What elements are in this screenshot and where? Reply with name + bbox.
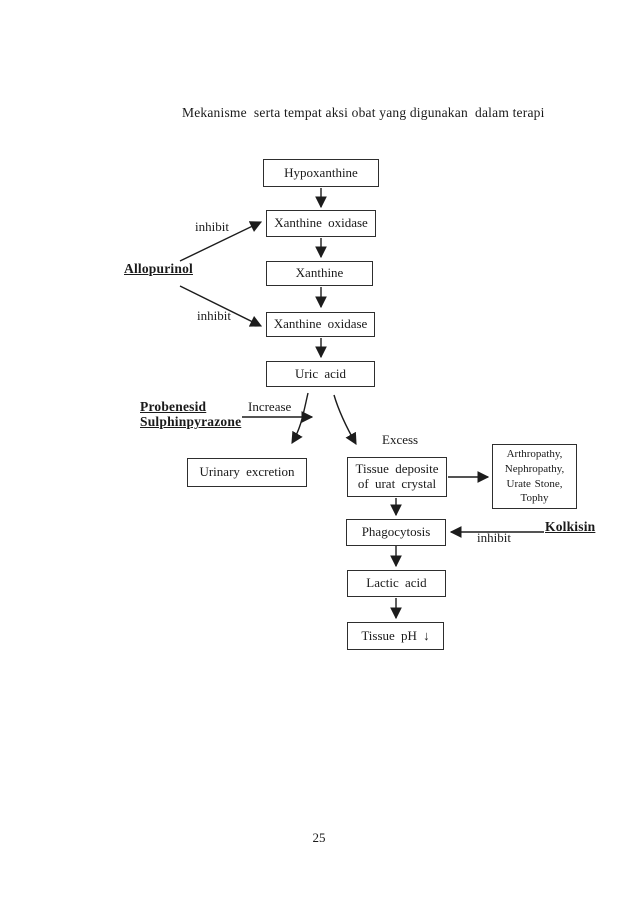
arrow-uric-to-tissue (333, 394, 357, 446)
node-tissue-ph: Tissue pH ↓ (347, 622, 444, 650)
label-inhibit-2: inhibit (197, 308, 231, 323)
arrow-uric-to-urinary (291, 392, 309, 445)
label-kolkisin: Kolkisin (545, 519, 596, 534)
node-phagocytosis-label: Phagocytosis (361, 524, 431, 540)
node-xanthine-oxidase-1: Xanthine oxidase (266, 210, 376, 237)
node-xanthine-oxidase-2-label: Xanthine oxidase (273, 316, 368, 332)
node-uric-acid: Uric acid (266, 361, 375, 387)
label-allopurinol: Allopurinol (124, 261, 193, 276)
node-urinary-excretion: Urinary excretion (187, 458, 307, 487)
node-xanthine-oxidase-2: Xanthine oxidase (266, 312, 375, 337)
node-arthropathy-line1: Arthropathy, (506, 447, 563, 460)
node-urinary-excretion-label: Urinary excretion (199, 464, 295, 480)
node-arthropathy-line4: Tophy (520, 492, 549, 505)
node-lactic-acid: Lactic acid (347, 570, 446, 597)
node-lactic-acid-label: Lactic acid (366, 575, 427, 591)
node-phagocytosis: Phagocytosis (346, 519, 446, 546)
label-probenesid: Probenesid (140, 399, 207, 414)
node-xanthine-label: Xanthine (295, 265, 344, 281)
node-hypoxanthine-label: Hypoxanthine (284, 164, 358, 180)
node-xanthine-oxidase-1-label: Xanthine oxidase (274, 215, 368, 231)
label-sulphinpyrazone: Sulphinpyrazone (140, 414, 242, 429)
page-number: 25 (312, 830, 326, 845)
node-arthropathy-line3: Urate Stone, (506, 477, 563, 490)
node-uric-acid-label: Uric acid (294, 365, 346, 381)
label-excess: Excess (382, 432, 419, 447)
node-arthropathy: Arthropathy, Nephropathy, Urate Stone, T… (492, 444, 577, 509)
label-inhibit-3: inhibit (477, 530, 511, 545)
node-xanthine: Xanthine (266, 261, 373, 286)
node-tissue-deposite-line1: Tissue deposite (355, 461, 439, 477)
node-tissue-ph-label: Tissue pH ↓ (361, 627, 430, 643)
node-hypoxanthine: Hypoxanthine (263, 159, 379, 187)
node-arthropathy-line2: Nephropathy, (504, 462, 565, 475)
label-increase: Increase (248, 399, 292, 414)
label-inhibit-1: inhibit (195, 219, 229, 234)
node-tissue-deposite-line2: of urat crystal (357, 476, 437, 491)
node-tissue-deposite: Tissue deposite of urat crystal (347, 457, 447, 497)
page-title: Mekanisme serta tempat aksi obat yang di… (182, 105, 545, 120)
